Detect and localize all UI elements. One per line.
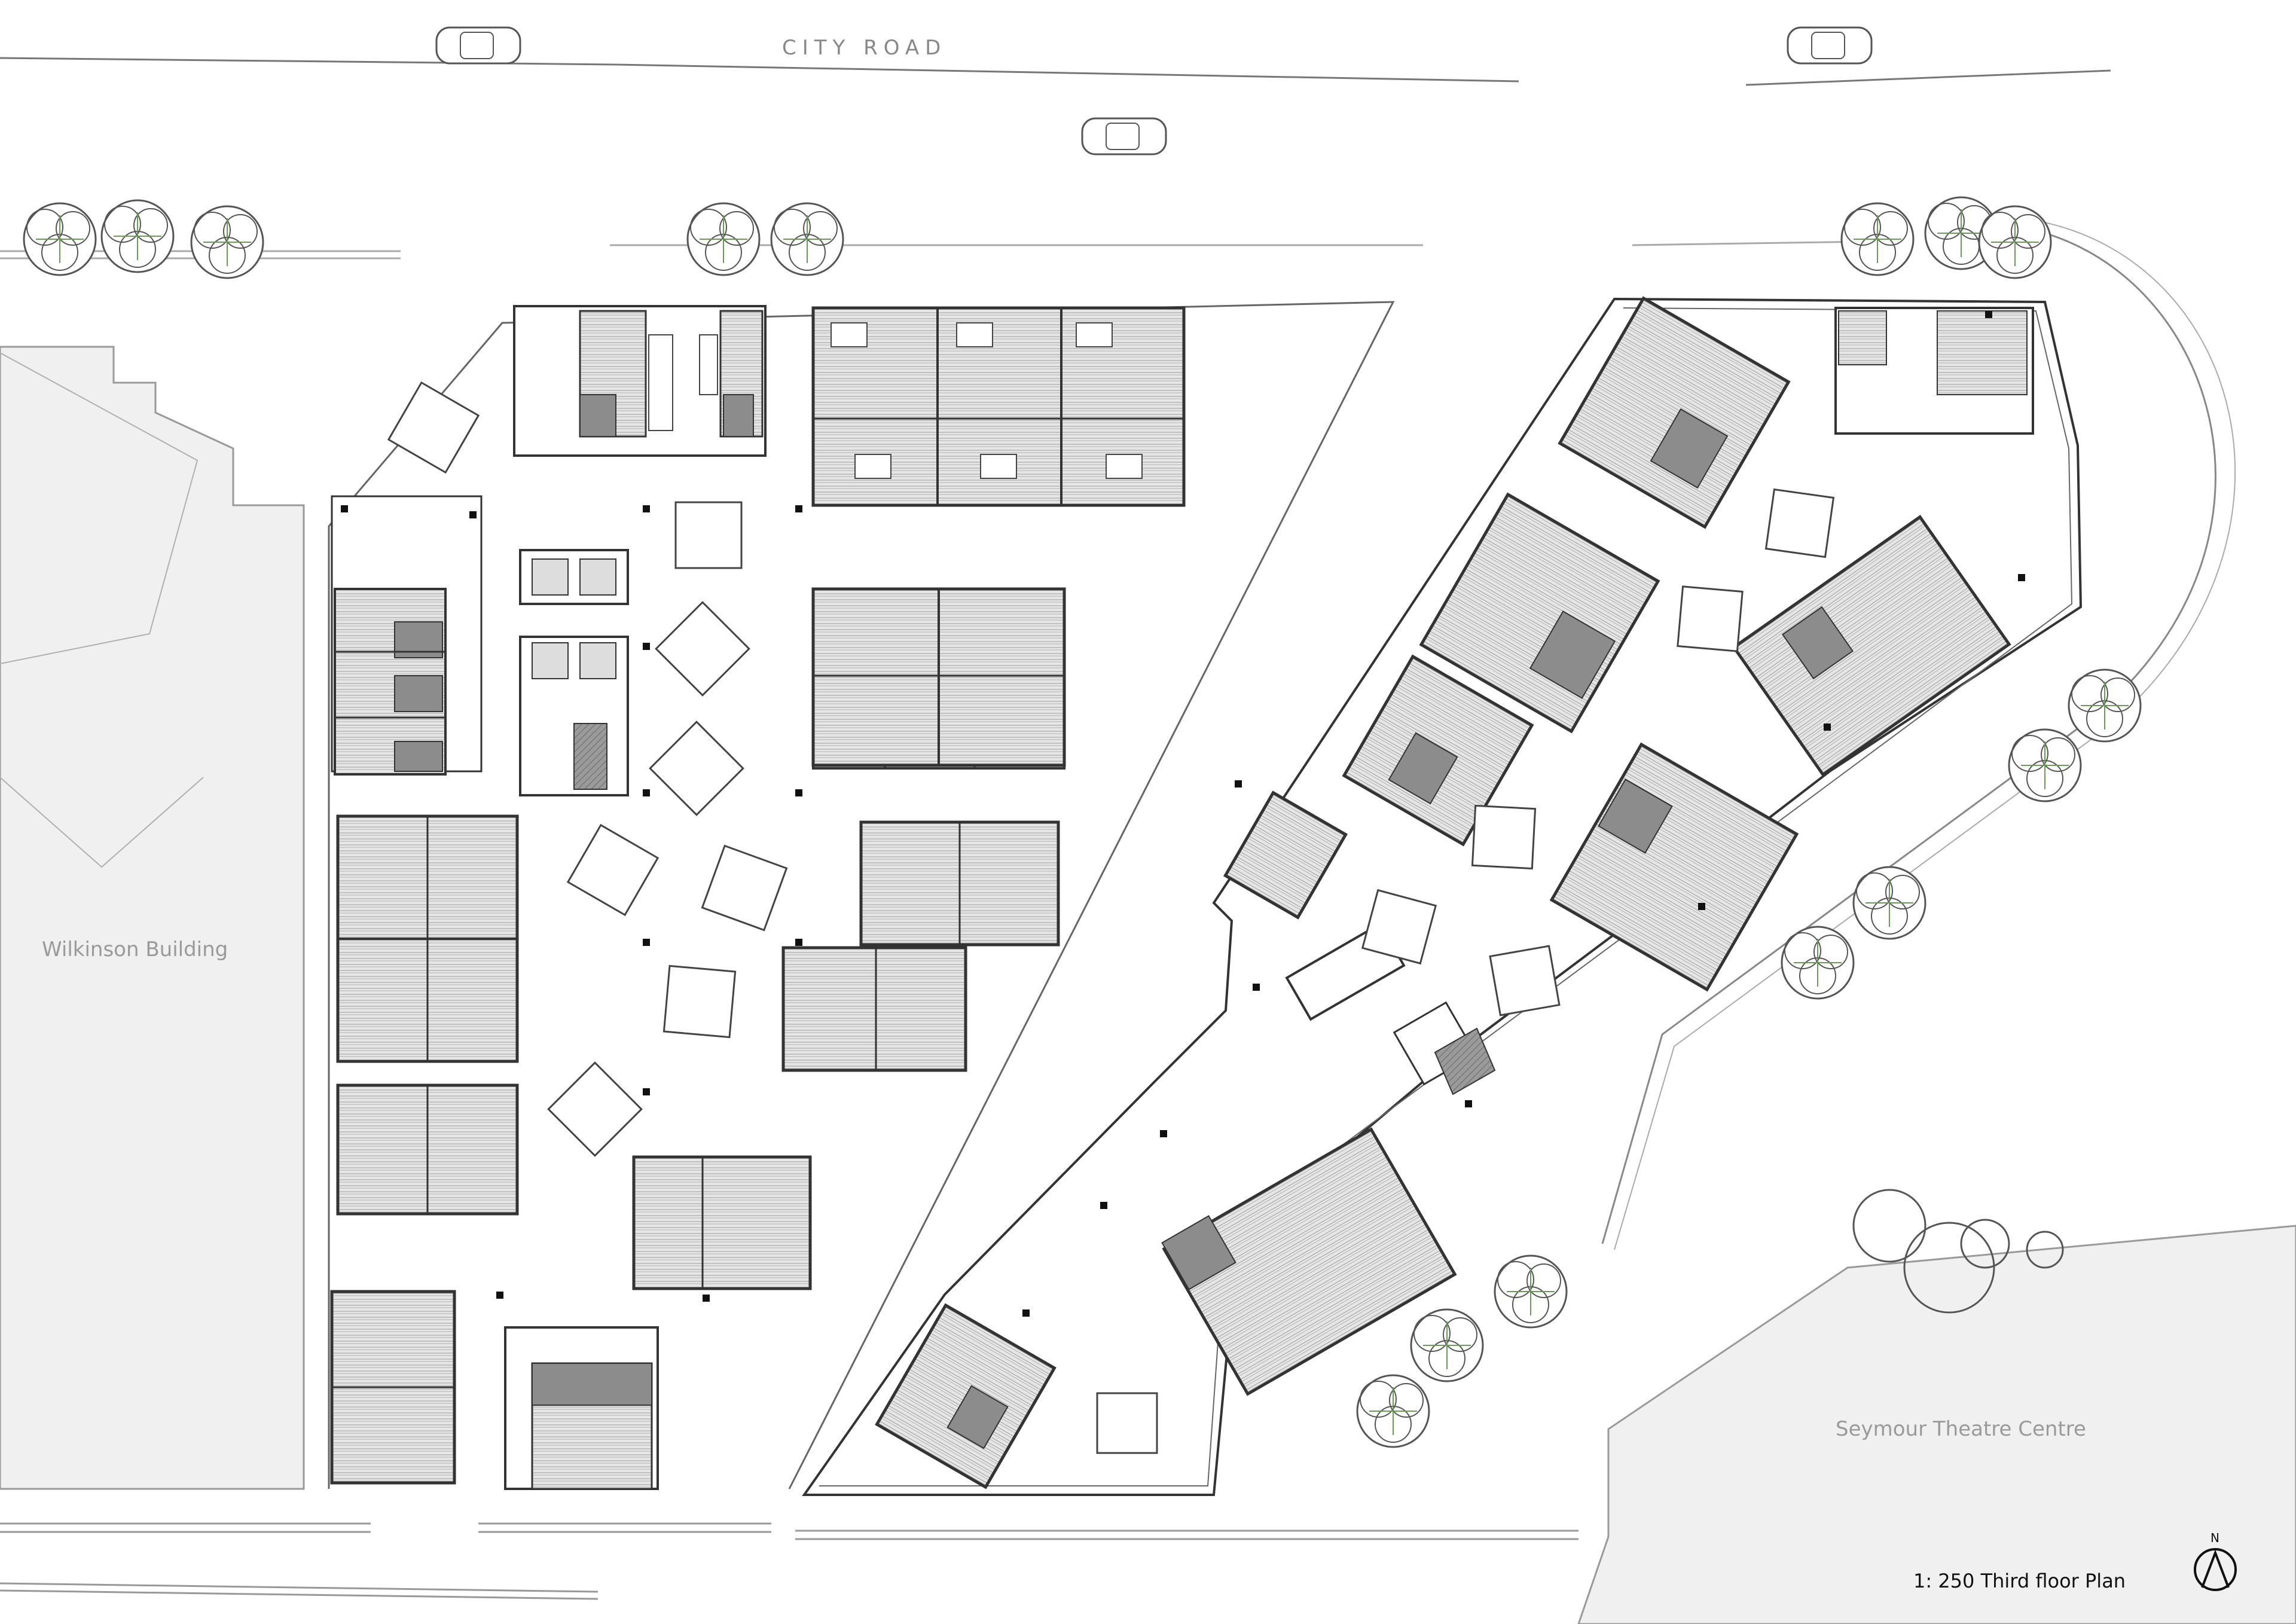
east-dark-rooms (947, 408, 1854, 1449)
car-icon (1787, 26, 1873, 65)
tree-icon (770, 202, 844, 276)
east-core (1285, 922, 1496, 1095)
tree-icon (1978, 205, 2052, 279)
tree-icon (1356, 1374, 1430, 1448)
tree-icon (2068, 668, 2142, 743)
tree-icon (100, 199, 175, 273)
central-units (632, 820, 1060, 1290)
theatre-trees (1852, 1189, 2064, 1314)
east-wing-outline (802, 297, 2083, 1496)
car-icon (435, 26, 521, 65)
tree-icon (2008, 728, 2082, 802)
wilkinson-building (0, 346, 305, 1490)
core-lifts (519, 549, 629, 796)
tree-icon (1410, 1308, 1484, 1382)
scale-label: 1: 250 Third floor Plan (1913, 1570, 2126, 1592)
west-column-units (330, 495, 659, 1490)
tree-icon (23, 202, 97, 276)
tree-icon (1852, 866, 1926, 940)
road-label: CITY ROAD (782, 36, 947, 60)
seymour-theatre-centre (1577, 1225, 2296, 1624)
tree-icon (190, 205, 264, 279)
seymour-theatre-label: Seymour Theatre Centre (1836, 1417, 2086, 1441)
east-curve-road (1601, 226, 2216, 1244)
north-arrow-icon (2194, 1548, 2237, 1591)
east-pavilions (1096, 488, 1835, 1454)
wilkinson-building-label: Wilkinson Building (42, 938, 228, 961)
column-markers (341, 311, 2025, 1317)
tree-icon (1494, 1254, 1568, 1329)
city-road (0, 26, 2111, 260)
tree-icon (686, 202, 761, 276)
pavilions (387, 381, 788, 1157)
tree-icon (1781, 926, 1855, 1000)
car-icon (1081, 117, 1167, 155)
north-apartments-row (811, 306, 1186, 507)
north-block (513, 305, 767, 457)
west-site-outline (328, 301, 1395, 1489)
tree-icon (1840, 202, 1915, 276)
north-label: N (2210, 1531, 2219, 1545)
